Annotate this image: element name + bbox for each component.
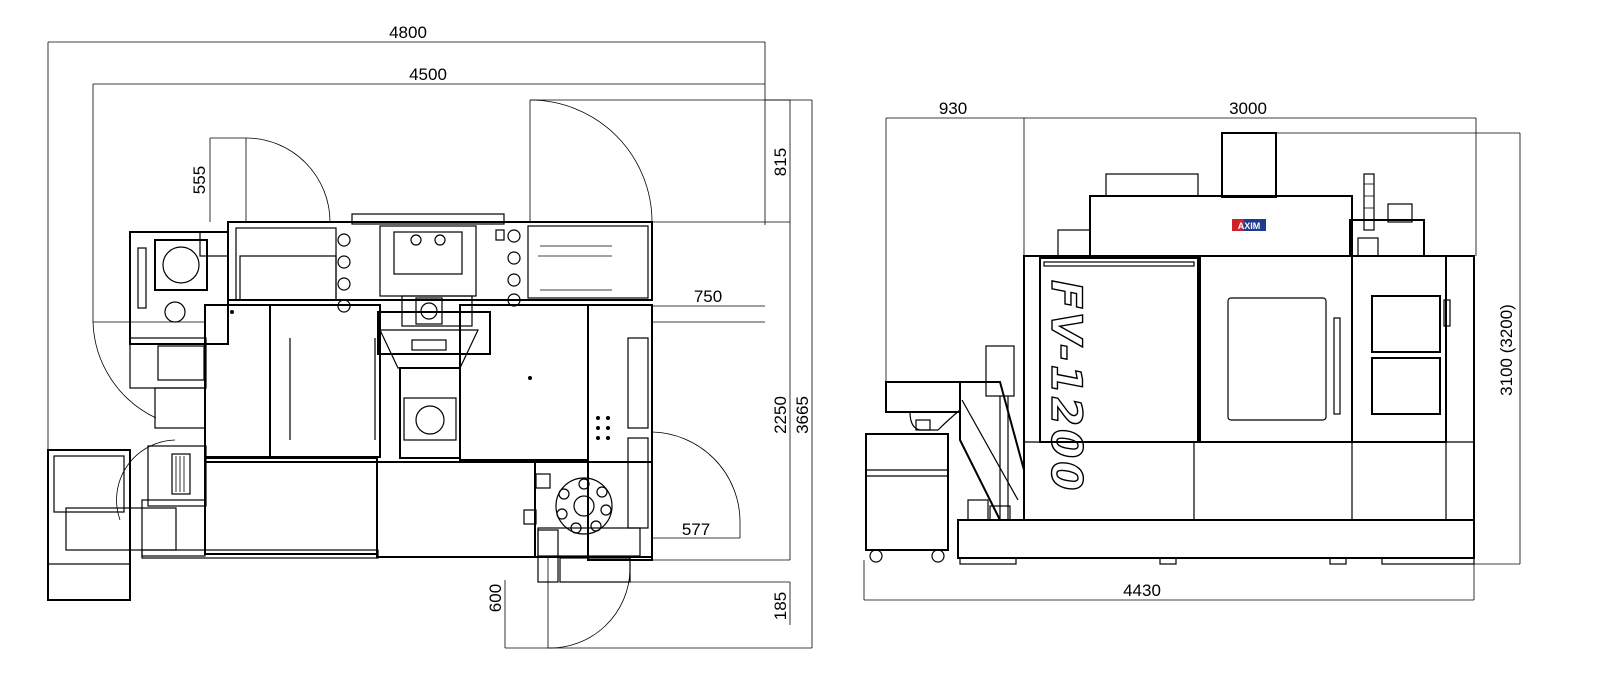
dim-label-185: 185 [771,592,790,620]
dim-4430: 4430 [863,560,1475,601]
dim-label-3100: 3100 (3200) [1497,304,1516,396]
door-swing-front [547,558,631,649]
dim-label-815: 815 [771,148,790,176]
dim-label-577: 577 [682,520,710,539]
model-label: FV-1200 [1042,280,1091,493]
brand-badge-text: AXIM [1238,221,1261,231]
dim-label-2250: 2250 [771,396,790,434]
door-swing-left-top [245,137,331,223]
dim-3100: 3100 (3200) [1274,132,1521,565]
plan-view: 4800 4500 555 [47,23,813,649]
dim-label-930: 930 [939,99,967,118]
plan-machine-body [47,213,653,601]
dim-label-3665: 3665 [793,396,812,434]
dim-label-4430: 4430 [1123,581,1161,600]
dim-label-4800: 4800 [389,23,427,42]
dim-4500: 4500 [92,65,765,322]
door-swing-right-top [529,99,653,223]
side-view: 930 3000 3100 (3200) 4430 [863,99,1521,601]
dim-label-555: 555 [190,166,209,194]
door-swing-bottom-right [651,431,741,521]
dim-label-600: 600 [486,584,505,612]
brand-badge: AXIM [1232,219,1266,231]
door-swing-left [92,321,157,419]
side-machine-body: AXIM FV-1200 [865,132,1475,565]
dim-right-stack: 815 2250 3665 185 600 [486,99,813,649]
dim-930-3000: 930 3000 [885,99,1477,382]
dim-label-4500: 4500 [409,65,447,84]
dim-label-750: 750 [694,287,722,306]
door-swing-left-bottom [116,439,176,521]
dim-label-3000: 3000 [1229,99,1267,118]
dim-555: 555 [190,137,247,222]
